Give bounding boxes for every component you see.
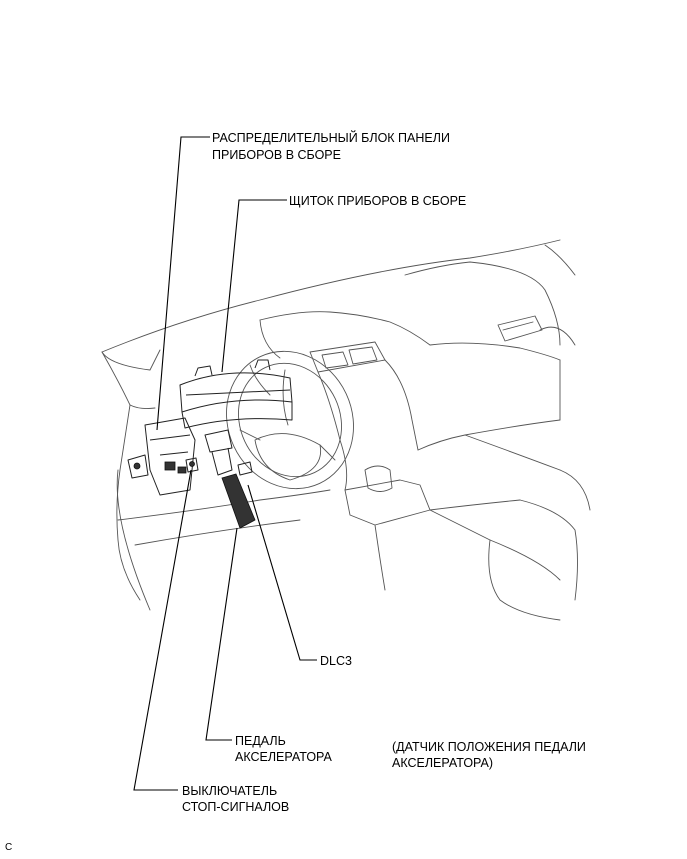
junction-block-label-line1: РАСПРЕДЕЛИТЕЛЬНЫЙ БЛОК ПАНЕЛИ: [212, 131, 450, 145]
accelerator-pedal-label-line2: АКСЕЛЕРАТОРА: [235, 750, 332, 764]
leader-lines: [133, 136, 317, 791]
steering-wheel: [226, 350, 354, 490]
junction-block-shape: [127, 417, 196, 496]
dashboard-outline: [101, 239, 591, 621]
combination-meter-label: ЩИТОК ПРИБОРОВ В СБОРЕ: [289, 194, 467, 208]
accelerator-pedal-label-line1: ПЕДАЛЬ: [235, 734, 286, 748]
pedal-assembly-shape: [185, 429, 256, 529]
combination-meter-shape: [179, 359, 293, 429]
dlc3-label: DLC3: [320, 654, 352, 668]
stop-light-switch-label-line2: СТОП-СИГНАЛОВ: [182, 800, 290, 814]
pedal-sensor-label-line2: АКСЕЛЕРАТОРА): [392, 756, 494, 770]
stop-light-switch-label-line1: ВЫКЛЮЧАТЕЛЬ: [182, 784, 278, 798]
junction-block-label-line2: ПРИБОРОВ В СБОРЕ: [212, 148, 341, 162]
pedal-sensor-label-line1: (ДАТЧИК ПОЛОЖЕНИЯ ПЕДАЛИ: [392, 740, 586, 754]
figure-code: C: [5, 842, 13, 853]
